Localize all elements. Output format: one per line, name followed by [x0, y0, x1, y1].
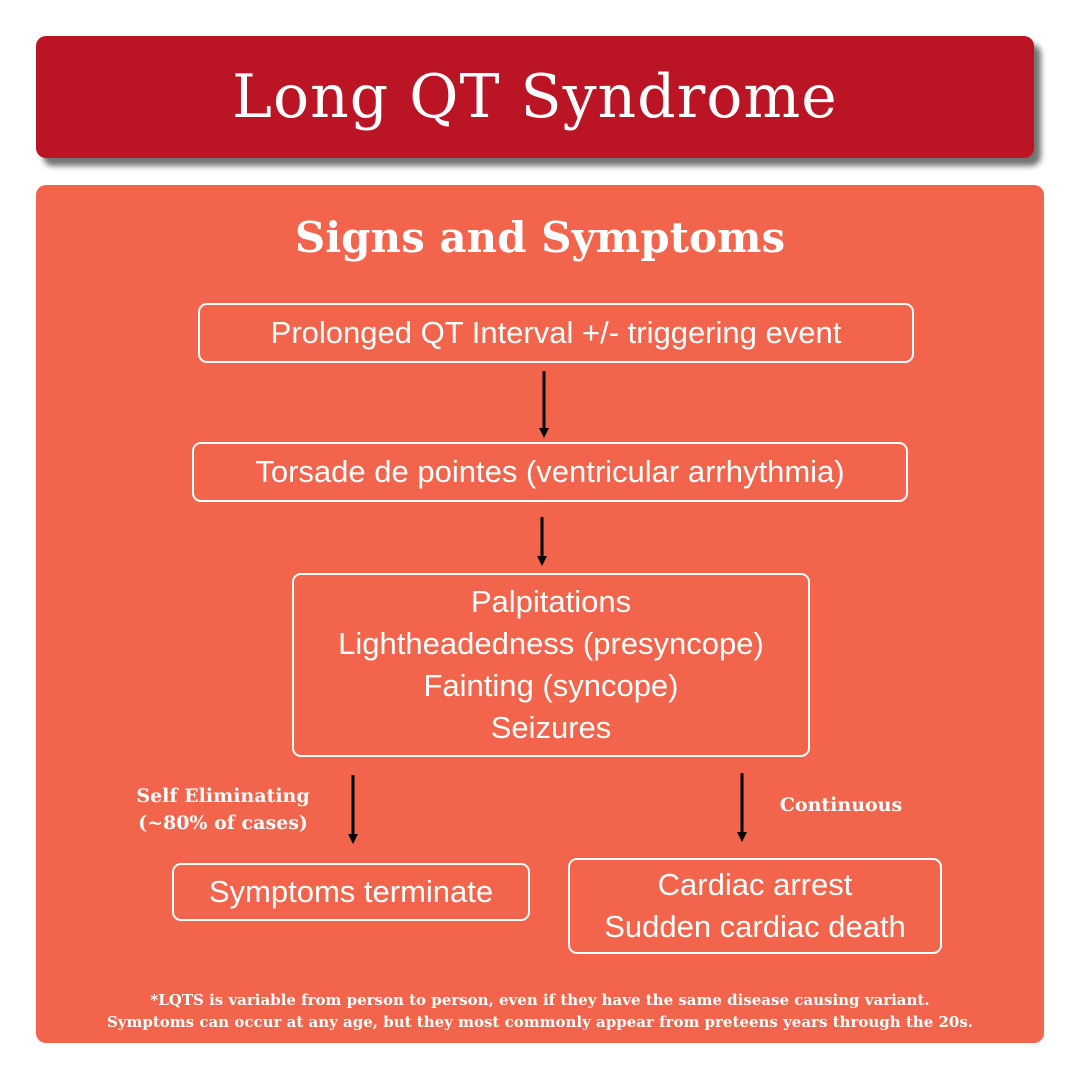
symptoms-box: Palpitations Lightheadedness (presyncope…	[292, 573, 810, 757]
title-banner: Long QT Syndrome	[36, 36, 1034, 158]
symptom-item: Fainting (syncope)	[423, 668, 679, 703]
section-title: Signs and Symptoms	[294, 213, 786, 262]
arrhythmia-box: Torsade de pointes (ventricular arrhythm…	[192, 442, 908, 502]
footnote: *LQTS is variable from person to person,…	[36, 990, 1044, 1034]
symptoms-terminate-text: Symptoms terminate	[208, 874, 494, 910]
self-eliminating-label-line1: Self Eliminating	[136, 785, 310, 807]
sudden-death-text: Sudden cardiac death	[604, 909, 906, 944]
footnote-line2: Symptoms can occur at any age, but they …	[106, 1012, 974, 1031]
signs-symptoms-panel: Signs and Symptoms Prolonged QT Interval…	[36, 185, 1044, 1043]
symptom-item: Lightheadedness (presyncope)	[338, 626, 764, 662]
trigger-box: Prolonged QT Interval +/- triggering eve…	[198, 303, 914, 363]
cardiac-arrest-text: Cardiac arrest	[657, 867, 853, 903]
self-eliminating-label: Self Eliminating (~80% of cases)	[108, 783, 338, 836]
self-eliminating-label-line2: (~80% of cases)	[138, 811, 308, 834]
page-title: Long QT Syndrome	[232, 62, 838, 132]
footnote-line1: *LQTS is variable from person to person,…	[150, 991, 930, 1009]
cardiac-outcome-box: Cardiac arrest Sudden cardiac death	[568, 858, 942, 954]
symptom-item: Seizures	[490, 709, 612, 745]
trigger-text: Prolonged QT Interval +/- triggering eve…	[270, 315, 842, 351]
symptoms-terminate-box: Symptoms terminate	[172, 863, 530, 921]
arrhythmia-text: Torsade de pointes (ventricular arrhythm…	[255, 454, 845, 490]
symptom-item: Palpitations	[470, 584, 632, 620]
continuous-label: Continuous	[779, 794, 903, 816]
